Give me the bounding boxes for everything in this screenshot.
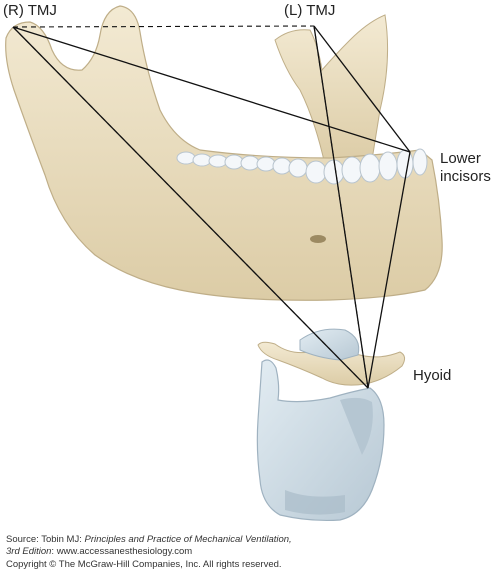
cricoid-shadow [285, 490, 345, 515]
left-ramus [274, 14, 389, 166]
mental-foramen [310, 235, 326, 243]
label-lower-incisors-line1: Lower [440, 150, 481, 167]
caption-book-title: Principles and Practice of Mechanical Ve… [84, 534, 292, 545]
caption-source-prefix: Source: Tobin MJ: [6, 534, 85, 545]
caption-source: Source: Tobin MJ: Principles and Practic… [6, 534, 292, 546]
dashed-muscle-lines [12, 25, 369, 389]
caption-copyright: Copyright © The McGraw-Hill Companies, I… [6, 559, 282, 570]
caption-website[interactable]: : www.accessanesthesiology.com [51, 546, 193, 557]
label-hyoid: Hyoid [413, 367, 452, 384]
caption-edition: 3rd Edition: www.accessanesthesiology.co… [6, 546, 192, 558]
thyroid-notch-shadow [340, 397, 373, 455]
epiglottis [299, 328, 360, 361]
label-lower-incisors-line2: incisors [440, 168, 491, 185]
label-left-tmj: (L) TMJ [284, 2, 336, 19]
teeth-row [176, 148, 428, 185]
mandible-body [5, 5, 443, 301]
label-right-tmj: (R) TMJ [3, 2, 57, 19]
label-lower-incisors: Lower incisors [440, 150, 491, 186]
caption-edition-text: 3rd Edition [6, 546, 52, 557]
hyoid-bone [257, 341, 406, 386]
